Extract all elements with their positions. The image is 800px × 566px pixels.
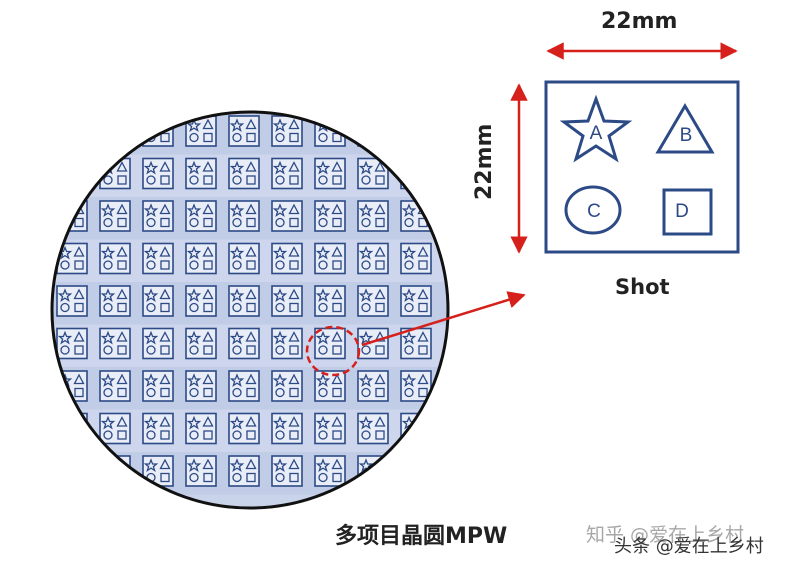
wafer-die xyxy=(142,157,174,190)
wafer-die xyxy=(314,327,346,360)
wafer-die xyxy=(357,327,389,360)
wafer-die xyxy=(357,200,389,232)
wafer-die xyxy=(400,285,432,317)
wafer-die xyxy=(99,115,131,147)
wafer-die xyxy=(228,412,260,445)
wafer-die xyxy=(271,412,303,445)
wafer-die xyxy=(99,242,131,275)
wafer-die xyxy=(99,412,131,445)
wafer-die xyxy=(400,327,432,360)
triangle-shape xyxy=(655,103,715,154)
circle-shape xyxy=(564,185,622,235)
wafer-die xyxy=(357,370,389,402)
wafer-die xyxy=(271,327,303,360)
wafer-die xyxy=(400,115,432,147)
wafer-die xyxy=(314,115,346,147)
wafer-die xyxy=(99,157,131,190)
wafer-die xyxy=(228,370,260,402)
shot-frame xyxy=(544,80,740,254)
wafer-die xyxy=(400,370,432,402)
wafer-die xyxy=(185,285,217,317)
wafer-edge xyxy=(50,110,450,510)
wafer-die xyxy=(228,242,260,275)
wafer-die xyxy=(228,327,260,360)
wafer-die xyxy=(185,242,217,275)
shape-letter-c: C xyxy=(587,201,601,222)
wafer-die xyxy=(271,285,303,317)
wafer-die xyxy=(357,412,389,445)
wafer-caption: 多项目晶圆MPW xyxy=(335,524,508,549)
wafer-die xyxy=(185,370,217,402)
wafer-die xyxy=(56,285,88,317)
shape-letter-a: A xyxy=(590,123,603,144)
shape-letter-d: D xyxy=(675,201,689,222)
watermark-text-secondary: 头条 @爱在上乡村 xyxy=(614,536,764,557)
wafer-die xyxy=(400,455,432,487)
wafer-die xyxy=(99,455,131,487)
star-shape xyxy=(559,94,633,163)
highlight-die-circle xyxy=(305,325,361,377)
wafer-die xyxy=(357,242,389,275)
wafer-die xyxy=(314,200,346,232)
wafer-die xyxy=(314,370,346,402)
wafer-die xyxy=(314,455,346,487)
wafer-die xyxy=(56,327,88,360)
wafer-die xyxy=(142,242,174,275)
height-dimension-label: 22mm xyxy=(472,123,497,200)
shot-label: Shot xyxy=(615,275,670,299)
wafer-die xyxy=(185,200,217,232)
wafer-die xyxy=(185,455,217,487)
wafer-die xyxy=(228,285,260,317)
wafer-die xyxy=(271,242,303,275)
wafer-die xyxy=(314,412,346,445)
watermark-text: 知乎 @爱在上乡村 xyxy=(586,524,745,546)
wafer-die xyxy=(271,455,303,487)
wafer-die xyxy=(56,157,88,190)
wafer-die xyxy=(142,412,174,445)
wafer-die xyxy=(142,285,174,317)
wafer-die xyxy=(142,200,174,232)
wafer-die xyxy=(314,285,346,317)
wafer xyxy=(50,110,450,510)
wafer-die-grid xyxy=(52,112,448,495)
wafer-die xyxy=(357,157,389,190)
zoom-arrow xyxy=(361,291,526,347)
wafer-die xyxy=(185,327,217,360)
wafer-die xyxy=(99,200,131,232)
wafer-die xyxy=(185,157,217,190)
wafer-die xyxy=(400,157,432,190)
wafer-die xyxy=(228,200,260,232)
wafer-die xyxy=(228,157,260,190)
shape-letter-b: B xyxy=(680,125,693,146)
wafer-die xyxy=(99,327,131,360)
wafer-die xyxy=(314,157,346,190)
wafer-die xyxy=(185,412,217,445)
width-dimension-label: 22mm xyxy=(601,9,678,34)
wafer-die xyxy=(357,455,389,487)
wafer-die xyxy=(228,115,260,147)
wafer-die xyxy=(56,115,88,147)
wafer-die xyxy=(271,115,303,147)
wafer-die xyxy=(314,242,346,275)
wafer-die xyxy=(99,285,131,317)
wafer-die xyxy=(142,327,174,360)
shot-enlarged: A B C D xyxy=(544,80,740,254)
wafer-die xyxy=(271,370,303,402)
wafer-die xyxy=(271,157,303,190)
wafer-die xyxy=(142,370,174,402)
square-shape xyxy=(662,188,713,236)
wafer-die xyxy=(357,115,389,147)
wafer-die xyxy=(99,370,131,402)
wafer-die xyxy=(400,242,432,275)
wafer-die xyxy=(228,455,260,487)
wafer-die xyxy=(271,200,303,232)
wafer-die xyxy=(357,285,389,317)
wafer-die xyxy=(56,455,88,487)
wafer-die xyxy=(400,200,432,232)
wafer-die xyxy=(142,455,174,487)
